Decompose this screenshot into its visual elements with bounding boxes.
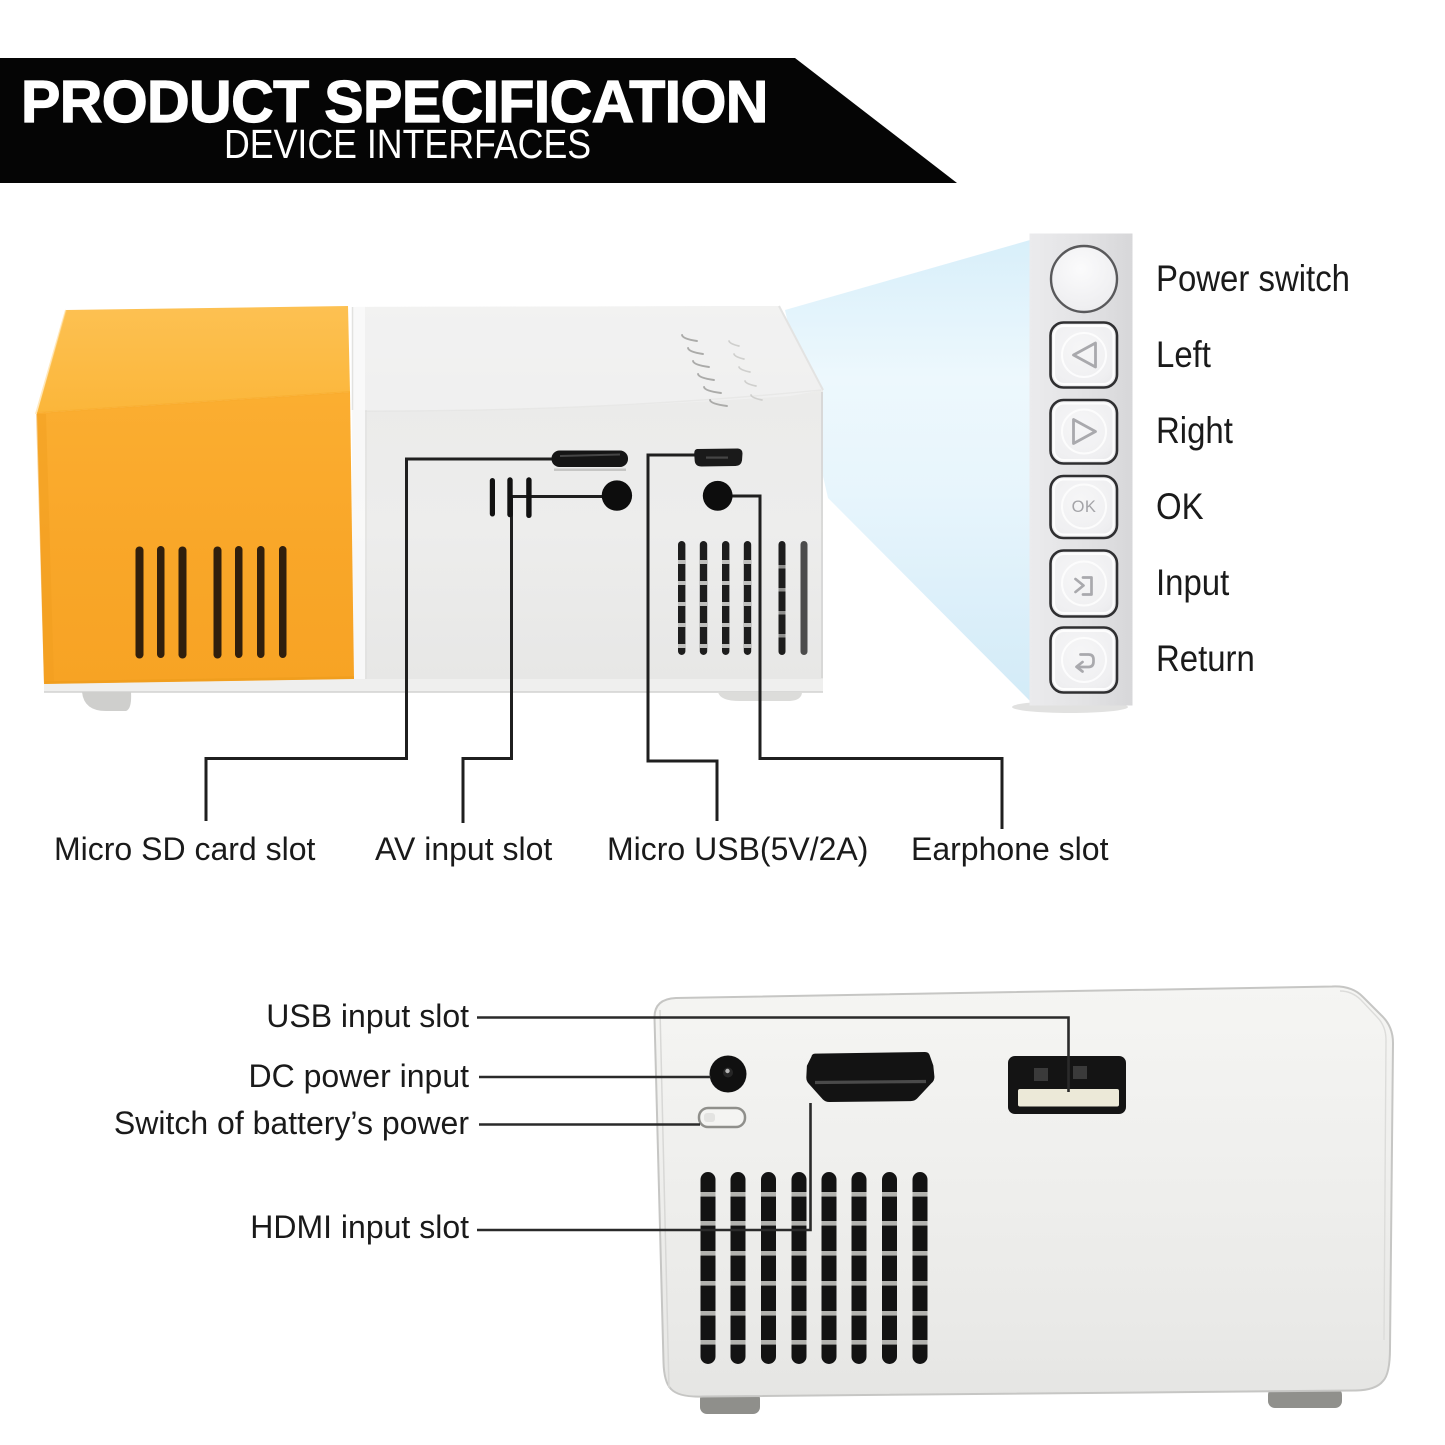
svg-text:OK: OK [1072, 498, 1097, 516]
